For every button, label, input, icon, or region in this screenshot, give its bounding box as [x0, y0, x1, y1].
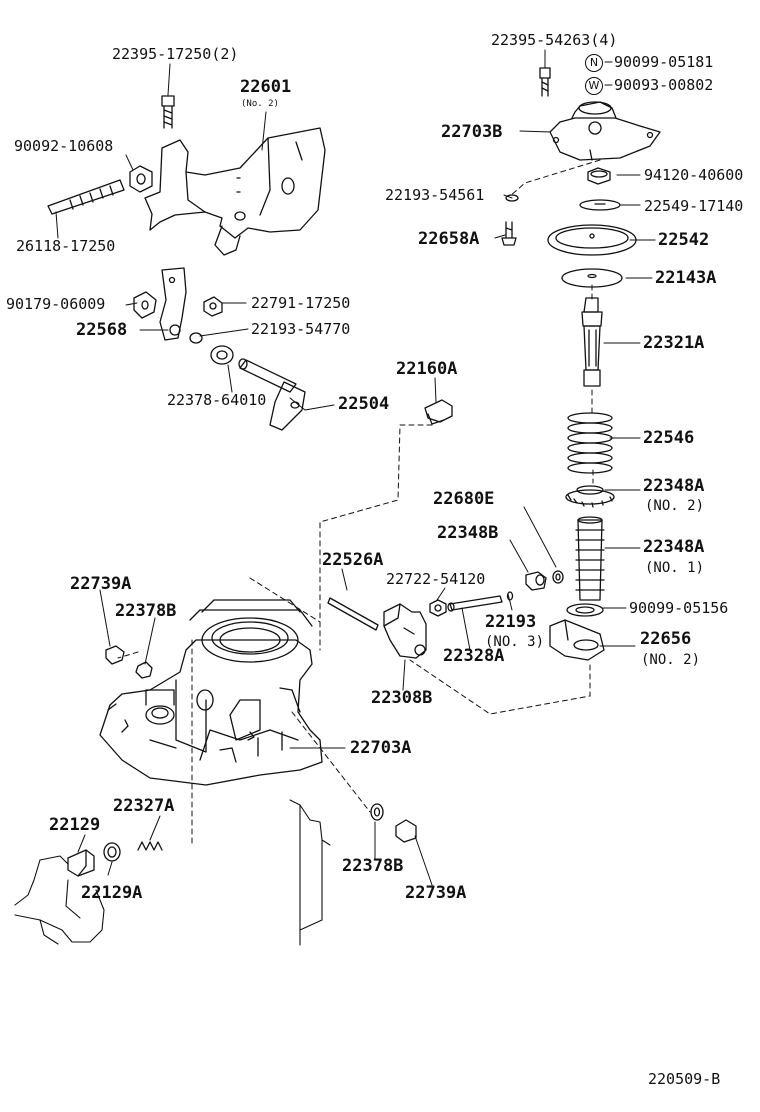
boot-22348A-no1: [576, 517, 604, 600]
part-label-22546: 22546: [643, 428, 695, 448]
throttle-bracket: [145, 128, 325, 255]
ring-22193-54770: [190, 333, 202, 343]
part-label-22601: 22601: [240, 77, 292, 97]
rod-22321A: [582, 298, 602, 386]
w-marker-icon: W: [585, 77, 603, 95]
spring-22546: [568, 413, 612, 473]
part-label-22680E: 22680E: [433, 489, 495, 509]
washer-90099-05156: [567, 604, 603, 616]
plate-22143A: [562, 269, 622, 287]
part-label-22658A: 22658A: [418, 229, 480, 249]
part-label-22160A: 22160A: [396, 359, 458, 379]
nut-90092-10608: [130, 166, 152, 192]
rod-22526A: [328, 598, 378, 630]
screw-22739A-left: [106, 646, 124, 664]
leader-lines: [56, 50, 655, 885]
part-label-90099-05156: 90099-05156: [629, 599, 729, 617]
part-label-90092-10608: 90092-10608: [14, 137, 114, 155]
part-label-22129: 22129: [49, 815, 101, 835]
lever-22568: [160, 268, 186, 340]
shaft-22504: [239, 359, 305, 430]
part-label-22378-64010: 22378-64010: [167, 391, 267, 409]
part-label-22504: 22504: [338, 394, 390, 414]
nut-90179-06009: [134, 292, 156, 318]
part-label-22526A: 22526A: [322, 550, 384, 570]
part-label-22143A: 22143A: [655, 268, 717, 288]
nut-94120-40600: [588, 168, 610, 184]
part-label-22193-54770: 22193-54770: [251, 320, 351, 338]
diaphragm-22542: [548, 225, 636, 255]
part-note-no1: (NO. 1): [645, 560, 705, 576]
engine-outline: [15, 800, 330, 945]
nut-22722-54120: [430, 600, 446, 616]
valve-22658A: [502, 222, 516, 245]
screw-22739A-right: [396, 820, 416, 842]
part-note-no2-top: (NO. 2): [645, 498, 705, 514]
part-label-22703A: 22703A: [350, 738, 412, 758]
gasket-22129A: [104, 843, 120, 861]
part-label-22395-54263: 22395-54263(4): [491, 31, 618, 49]
spring-22327A: [138, 842, 162, 850]
part-label-22542: 22542: [658, 230, 710, 250]
plug-22129: [68, 850, 94, 876]
part-label-22378B-right: 22378B: [342, 856, 404, 876]
part-note-no2-bottom: (NO. 2): [641, 652, 701, 668]
part-label-22327A: 22327A: [113, 796, 175, 816]
part-label-22568: 22568: [76, 320, 128, 340]
bracket-22656: [550, 620, 604, 660]
ring-22193-no3: [508, 592, 513, 600]
part-label-22321A: 22321A: [643, 333, 705, 353]
part-label-22549-17140: 22549-17140: [644, 197, 744, 215]
part-label-22129A: 22129A: [81, 883, 143, 903]
part-label-22601-no2: (No. 2): [241, 99, 279, 109]
part-label-22308B: 22308B: [371, 688, 433, 708]
part-label-22193-54561: 22193-54561: [385, 186, 485, 204]
clip-22680E: [553, 571, 563, 583]
part-label-22703B: 22703B: [441, 122, 503, 142]
part-label-22739A-right: 22739A: [405, 883, 467, 903]
nut-22791-17250: [204, 297, 222, 316]
part-label-22395-17250: 22395-17250(2): [112, 45, 239, 63]
part-label-22722-54120: 22722-54120: [386, 570, 486, 588]
part-label-94120-40600: 94120-40600: [644, 166, 744, 184]
bushing-22348B: [526, 572, 546, 590]
washer-22378B-right: [371, 804, 383, 820]
part-label-90093-00802: 90093-00802: [614, 76, 714, 94]
ring-22193-54561: [506, 195, 518, 201]
carburetor-body-22703A: [100, 600, 322, 785]
pin-22328A: [448, 596, 502, 611]
alignment-dashes: [118, 160, 600, 845]
part-label-22378B-left: 22378B: [115, 601, 177, 621]
part-label-22656: 22656: [640, 629, 692, 649]
part-label-22791-17250: 22791-17250: [251, 294, 351, 312]
part-label-22739A-left: 22739A: [70, 574, 132, 594]
part-label-26118-17250: 26118-17250: [16, 237, 116, 255]
part-label-22348A-mid: 22348A: [643, 537, 705, 557]
retainer-22348A-no2: [566, 486, 614, 507]
part-label-22193: 22193: [485, 612, 537, 632]
part-note-no3: (NO. 3): [485, 634, 545, 650]
block-22308B: [384, 604, 426, 658]
stud-26118-17250: [48, 180, 124, 214]
part-label-90179-06009: 90179-06009: [6, 295, 106, 313]
washer-22549-17140: [580, 200, 620, 210]
part-label-22348A-top: 22348A: [643, 476, 705, 496]
drawing-code: 220509-B: [648, 1070, 721, 1088]
cover-22703B: [550, 102, 660, 160]
part-label-22328A: 22328A: [443, 646, 505, 666]
screw-22395-54263: [540, 68, 550, 96]
plug-22160A: [425, 400, 452, 424]
part-label-90099-05181: 90099-05181: [614, 53, 714, 71]
bolt-22395-17250: [162, 96, 174, 128]
washer-22378B-left: [136, 662, 152, 678]
washer-22378-64010: [211, 346, 233, 364]
n-marker-icon: N: [585, 54, 603, 72]
part-label-22348B: 22348B: [437, 523, 499, 543]
